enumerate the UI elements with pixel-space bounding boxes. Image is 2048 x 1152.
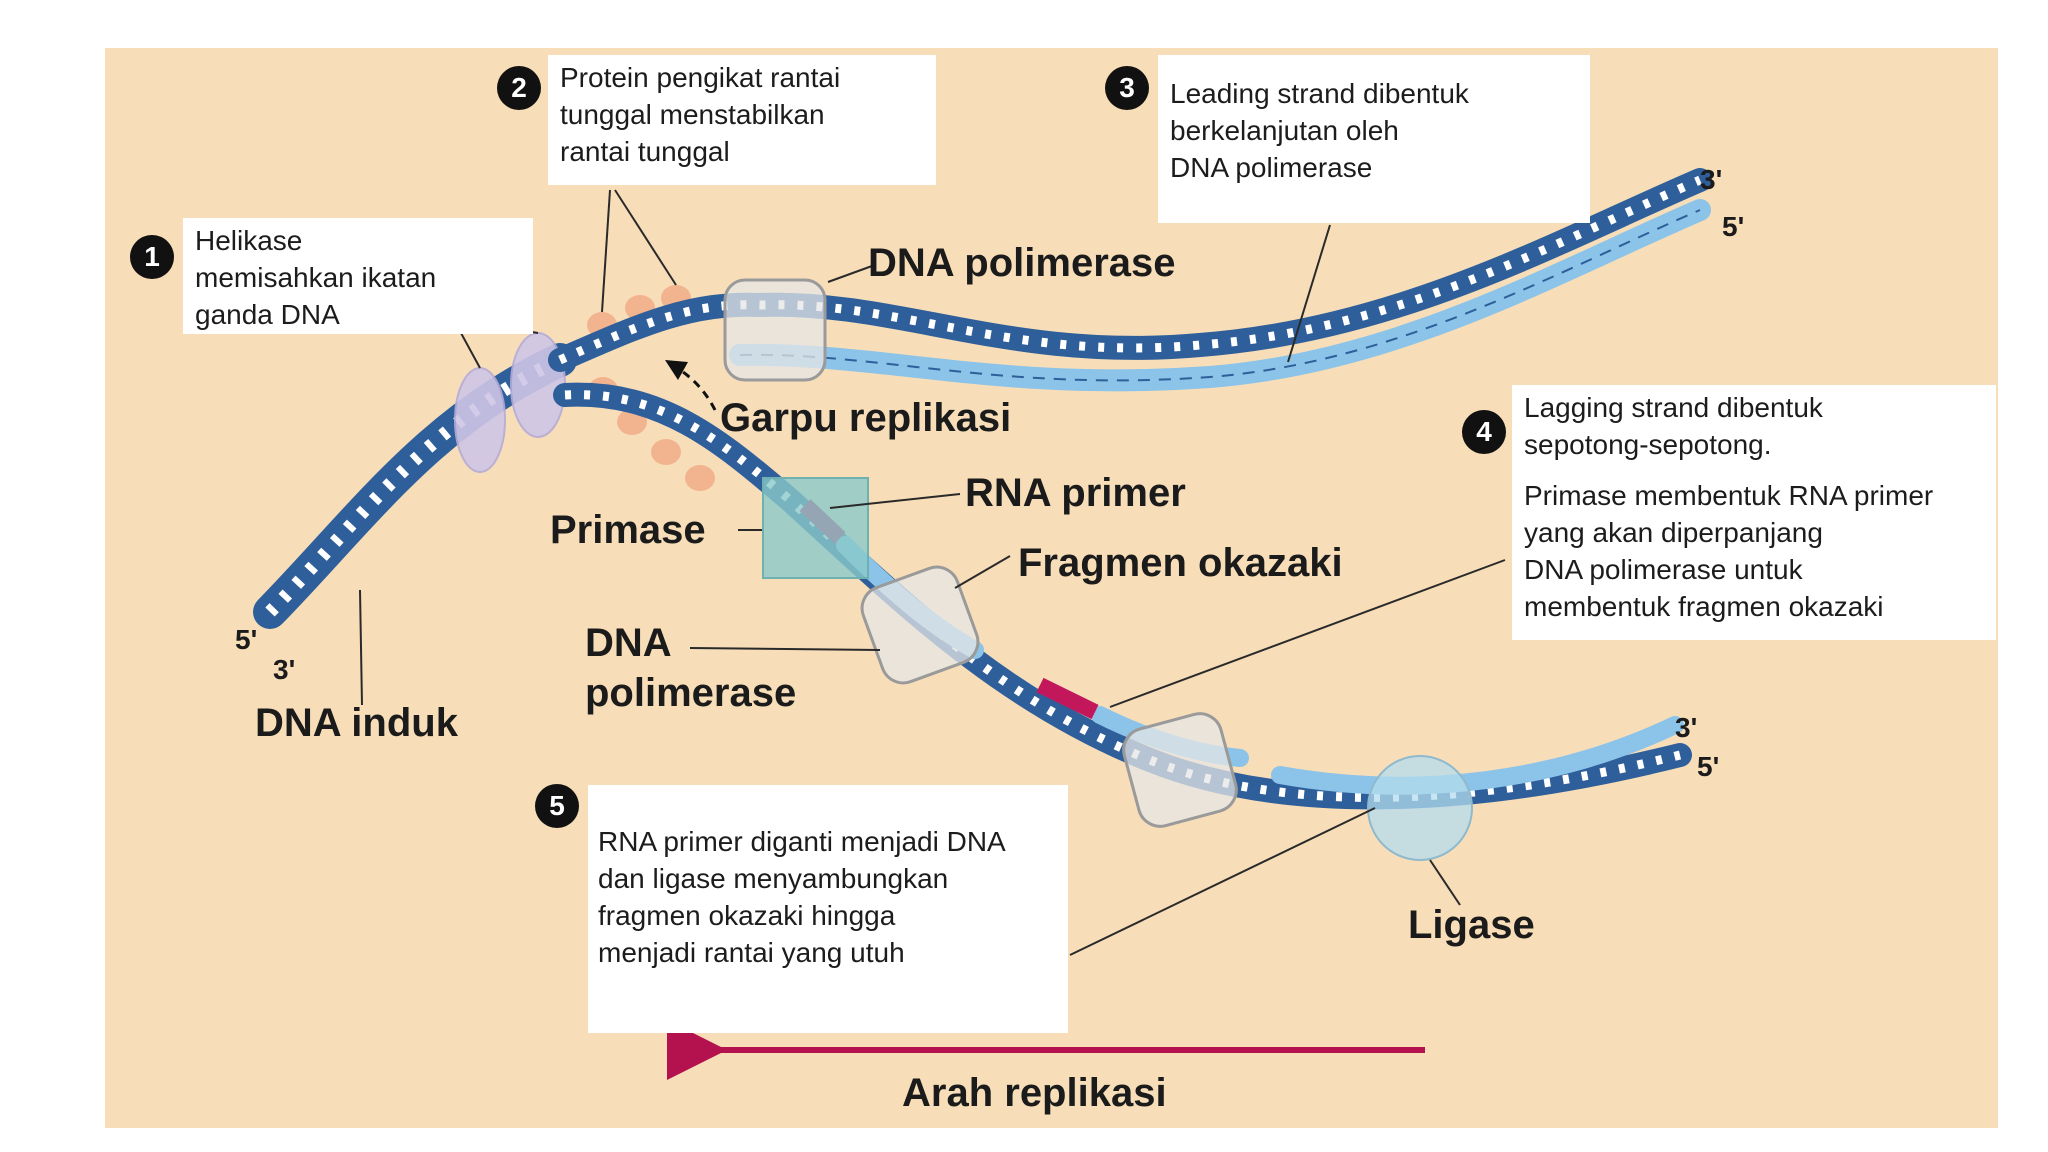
- label-dna-polymerase-low-1: DNA: [585, 621, 672, 665]
- label-rna-primer: RNA primer: [965, 471, 1186, 515]
- callout-line: fragmen okazaki hingga: [598, 900, 896, 931]
- callout-line: Helikase: [195, 225, 303, 256]
- okazaki-fragment: [1271, 716, 1684, 795]
- callout-line: memisahkan ikatan: [195, 262, 437, 293]
- dna-polymerase-lagging-2: [1122, 712, 1238, 828]
- callout-line: RNA primer diganti menjadi DNA: [598, 826, 1006, 857]
- dna-polymerase-leading: [723, 278, 827, 382]
- primase-enzyme: [762, 477, 869, 579]
- leader-lines: [359, 189, 1506, 956]
- fork-arrow-head: [665, 360, 688, 380]
- step-4-badge: 4: [1462, 410, 1506, 454]
- helicase-lobe-left: [454, 367, 506, 473]
- callout-line: DNA polimerase: [1170, 152, 1373, 183]
- lagging-template-rungs: [564, 390, 1682, 802]
- callout-line: berkelanjutan oleh: [1170, 115, 1399, 146]
- callout-line: ganda DNA: [195, 299, 340, 330]
- step-1-callout: Helikase memisahkan ikatan ganda DNA: [183, 218, 533, 334]
- callout-line: membentuk fragmen okazaki: [1524, 591, 1884, 622]
- label-ligase: Ligase: [1408, 903, 1535, 947]
- end-label-bottom-3: 3': [1675, 712, 1698, 743]
- step-2-badge: 2: [497, 66, 541, 110]
- label-parent-dna: DNA induk: [255, 701, 458, 745]
- step-2-callout: Protein pengikat rantai tunggal menstabi…: [548, 55, 936, 185]
- ligase-enzyme: [1367, 755, 1473, 861]
- callout-line: menjadi rantai yang utuh: [598, 937, 905, 968]
- leading-template-rungs: [558, 175, 1702, 365]
- callout-line: Protein pengikat rantai: [560, 62, 841, 93]
- dna-polymerase-lagging-1: [860, 565, 980, 685]
- callout-line: sepotong-sepotong.: [1524, 429, 1772, 460]
- callout-line: yang akan diperpanjang: [1524, 517, 1823, 548]
- step-1-badge: 1: [130, 235, 174, 279]
- label-okazaki-fragment: Fragmen okazaki: [1018, 541, 1343, 585]
- end-label-left-3: 3': [273, 654, 296, 685]
- callout-line: Primase membentuk RNA primer: [1524, 480, 1934, 511]
- step-5-badge: 5: [535, 784, 579, 828]
- label-replication-fork: Garpu replikasi: [720, 396, 1012, 440]
- end-label-bottom-5: 5': [1697, 751, 1720, 782]
- end-label-top-3: 3': [1700, 164, 1723, 195]
- binding-protein: [685, 465, 715, 491]
- label-replication-direction: Arah replikasi: [902, 1071, 1167, 1115]
- callout-line: Leading strand dibentuk: [1170, 78, 1469, 109]
- label-dna-polymerase-low-2: polimerase: [585, 671, 797, 715]
- callout-line: Lagging strand dibentuk: [1524, 392, 1823, 423]
- rna-primer: [1036, 677, 1099, 720]
- callout-line: tunggal menstabilkan: [560, 99, 825, 130]
- step-5-callout: RNA primer diganti menjadi DNA dan ligas…: [588, 785, 1068, 1033]
- step-3-callout: Leading strand dibentuk berkelanjutan ol…: [1158, 55, 1590, 223]
- callout-line: DNA polimerase untuk: [1524, 554, 1803, 585]
- binding-protein: [651, 439, 681, 465]
- end-label-top-5: 5': [1722, 211, 1745, 242]
- step-3-badge: 3: [1105, 66, 1149, 110]
- end-label-left-5: 5': [235, 624, 258, 655]
- callout-line: rantai tunggal: [560, 136, 730, 167]
- leading-strand-outline: [739, 209, 1701, 382]
- label-primase: Primase: [550, 508, 706, 552]
- label-dna-polymerase-top: DNA polimerase: [868, 241, 1176, 285]
- step-4-callout: Lagging strand dibentuk sepotong-sepoton…: [1512, 385, 1996, 640]
- callout-line: dan ligase menyambungkan: [598, 863, 949, 894]
